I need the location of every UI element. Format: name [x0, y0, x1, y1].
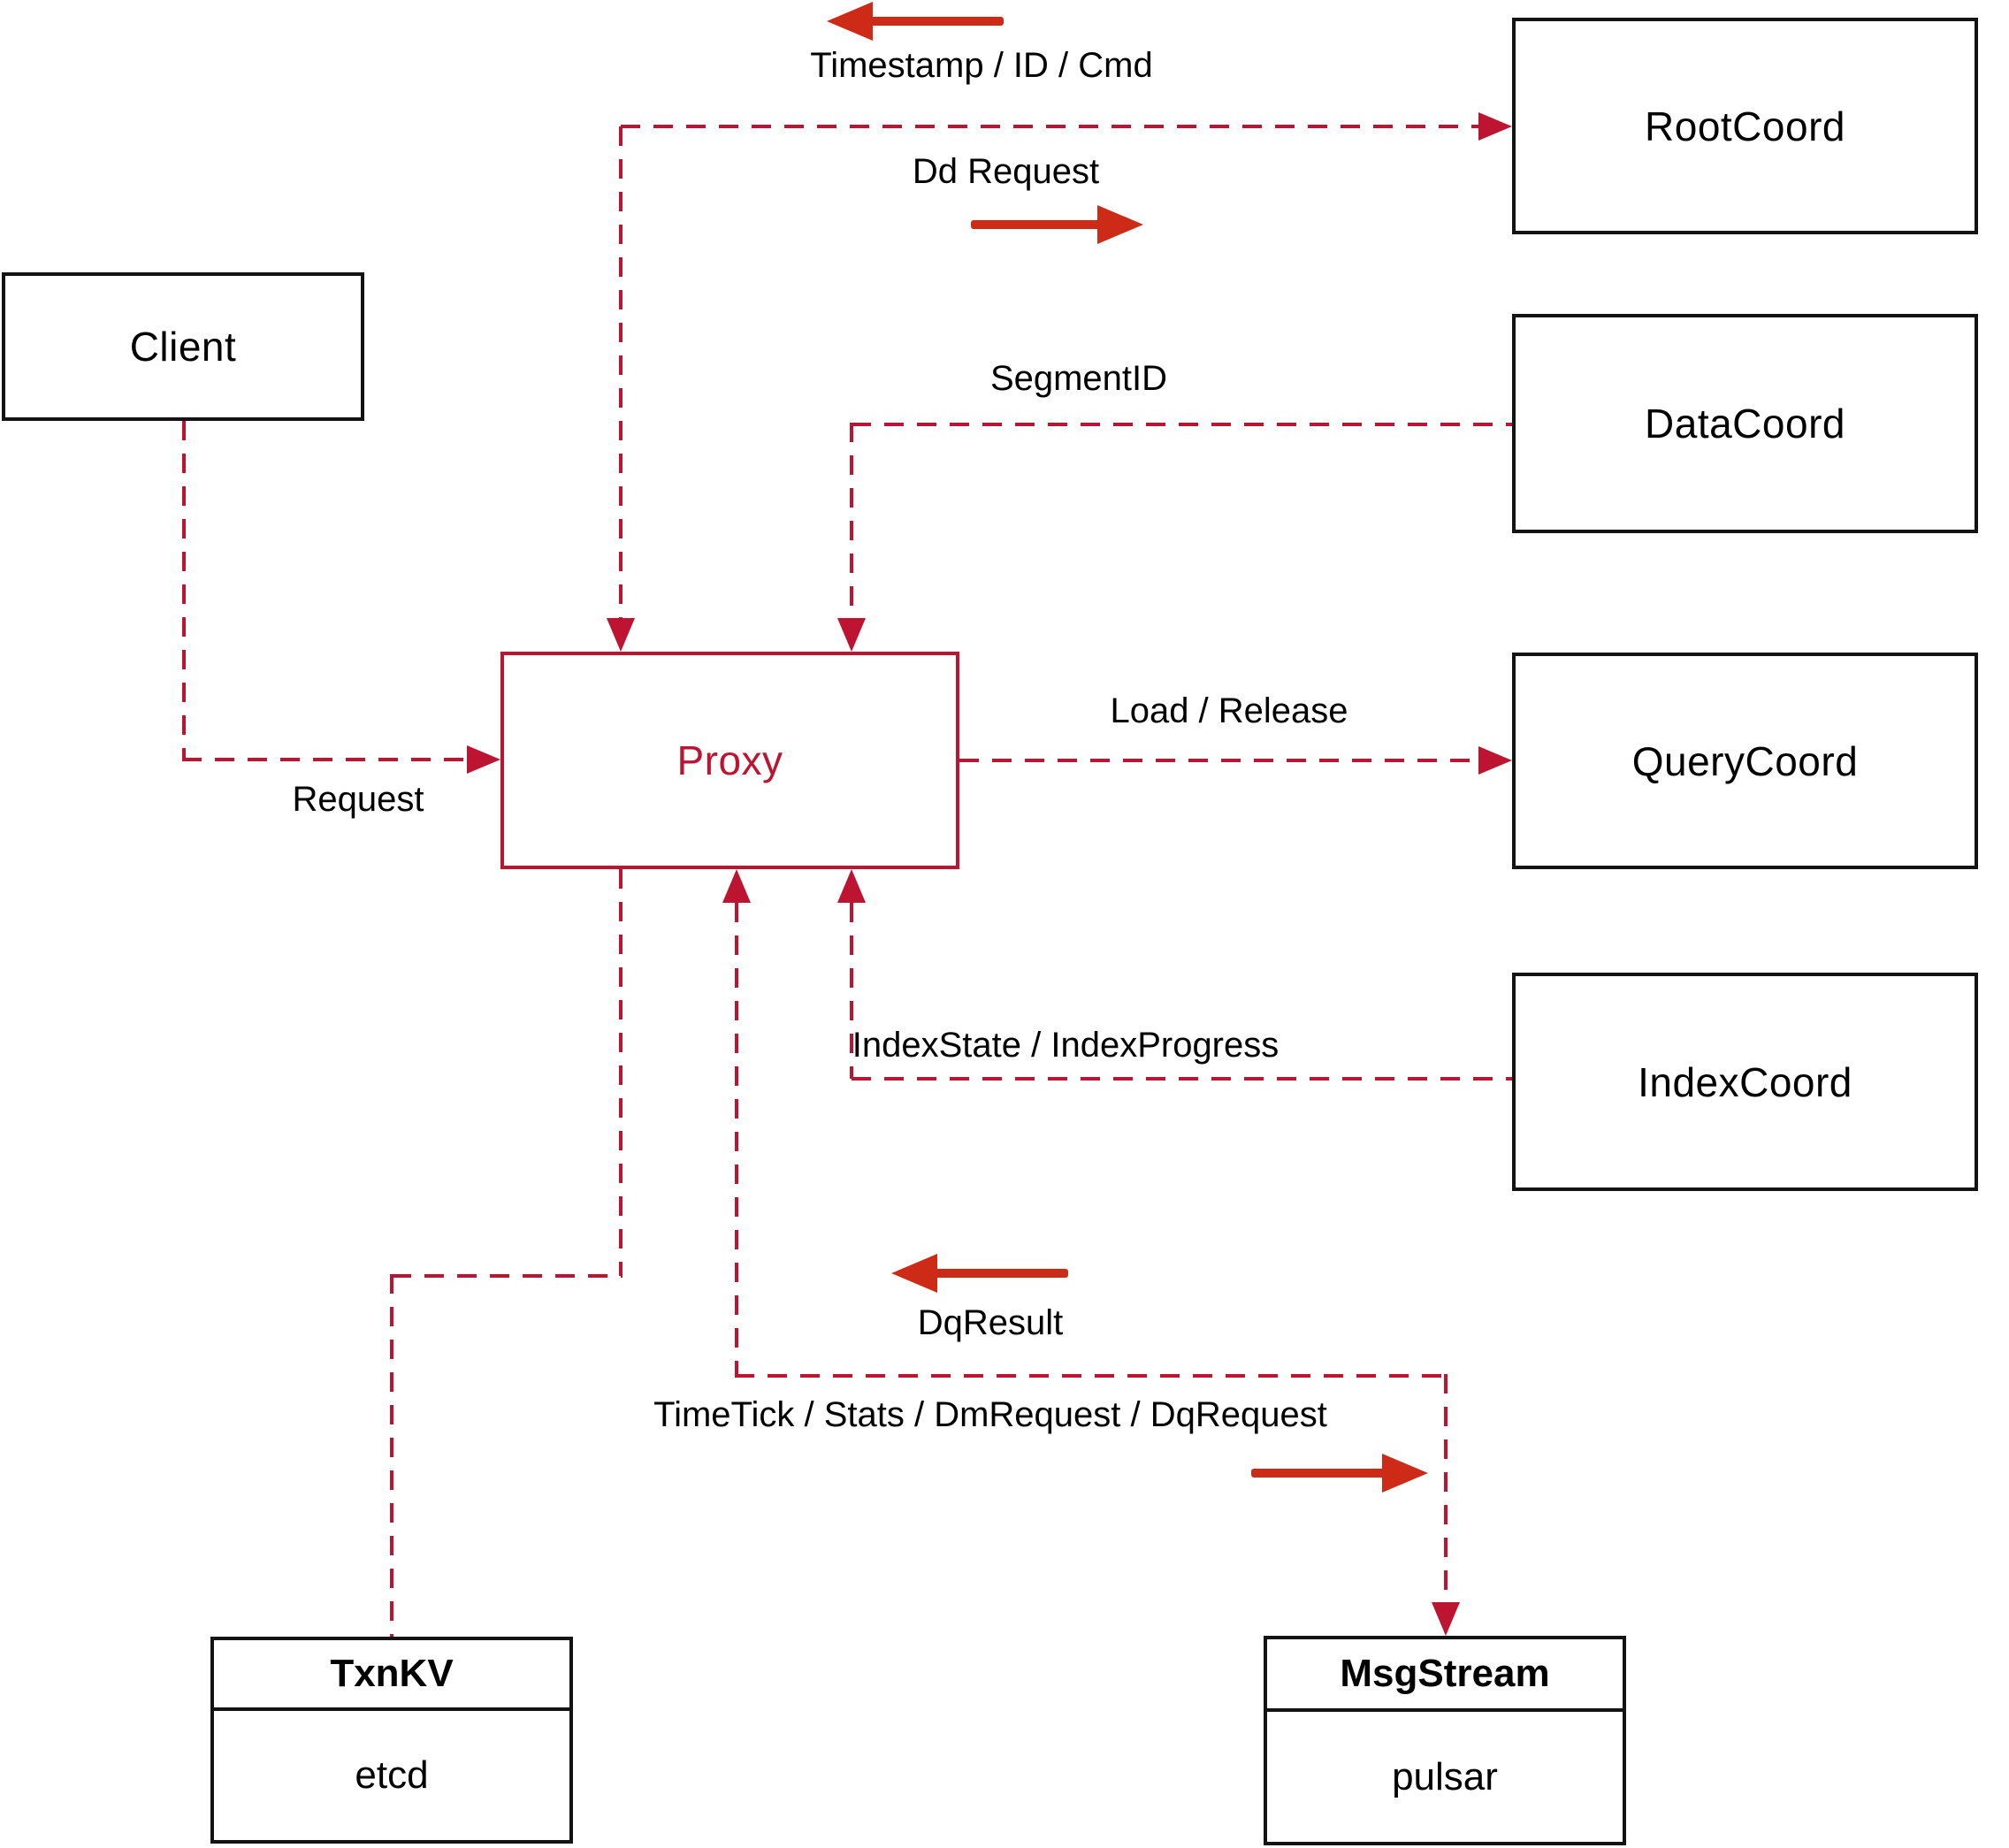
edge-dd-request-label: Dd Request	[912, 152, 1100, 191]
edge-dqresult-label: DqResult	[917, 1303, 1064, 1342]
node-datacoord: DataCoord	[1512, 314, 1978, 533]
edge-rootcoord-arrowhead	[1478, 112, 1512, 141]
node-querycoord-label: QueryCoord	[1631, 737, 1859, 784]
edge-load-release-label: Load / Release	[1110, 691, 1348, 730]
edge-timestamp-label: Timestamp / ID / Cmd	[810, 46, 1153, 85]
edge-request-label: Request	[292, 780, 424, 819]
timetick-direction-right-arrow-icon	[1251, 1454, 1428, 1493]
edge-segmentid-line-v	[850, 423, 853, 618]
edge-request-line-v	[182, 421, 186, 761]
node-txnkv: TxnKV etcd	[210, 1637, 573, 1844]
node-rootcoord-label: RootCoord	[1645, 103, 1845, 149]
edge-msgstream-arrowhead-proxy	[722, 869, 751, 903]
edge-load-release-arrowhead	[1478, 746, 1512, 775]
edge-txnkv-line-v1	[619, 869, 623, 1276]
edge-msgstream-line-h	[735, 1374, 1448, 1378]
node-msgstream-title: MsgStream	[1267, 1639, 1623, 1712]
node-indexcoord: IndexCoord	[1512, 973, 1978, 1191]
node-msgstream-impl: pulsar	[1392, 1754, 1498, 1798]
node-datacoord-label: DataCoord	[1645, 401, 1845, 447]
edge-indexstate-line-v	[850, 903, 853, 1079]
edge-indexstate-label: IndexState / IndexProgress	[852, 1026, 1279, 1065]
node-msgstream: MsgStream pulsar	[1264, 1636, 1626, 1845]
edge-request-line-h	[182, 758, 469, 761]
node-txnkv-impl: etcd	[355, 1753, 429, 1797]
edge-segmentid-arrowhead	[837, 618, 866, 652]
edge-request-arrowhead	[467, 745, 500, 774]
dd-request-direction-right-arrow-icon	[971, 205, 1143, 244]
node-proxy-label: Proxy	[676, 737, 783, 783]
node-proxy: Proxy	[500, 652, 959, 869]
edge-segmentid-label: SegmentID	[989, 359, 1168, 398]
timestamp-direction-left-arrow-icon	[827, 2, 1004, 41]
edge-rootcoord-line-v	[619, 126, 623, 618]
edge-segmentid-line-h	[852, 423, 1512, 426]
edge-msgstream-arrowhead	[1432, 1602, 1460, 1636]
node-querycoord: QueryCoord	[1512, 653, 1978, 869]
dqresult-direction-left-arrow-icon	[891, 1254, 1068, 1293]
node-client: Client	[2, 272, 364, 421]
edge-rootcoord-line-h	[621, 125, 1478, 128]
edge-txnkv-line-h	[392, 1274, 623, 1278]
edge-indexstate-line-h	[852, 1077, 1512, 1081]
edge-timetick-label: TimeTick / Stats / DmRequest / DqRequest	[653, 1395, 1327, 1434]
edge-rootcoord-arrowhead-proxy	[607, 618, 635, 652]
node-client-label: Client	[129, 324, 237, 370]
edge-load-release-line-h	[959, 759, 1478, 762]
edge-msgstream-line-v2	[1444, 1374, 1448, 1602]
edge-indexstate-arrowhead	[837, 869, 866, 903]
node-txnkv-title: TxnKV	[214, 1640, 569, 1711]
edge-txnkv-line-v2	[390, 1274, 393, 1637]
node-rootcoord: RootCoord	[1512, 18, 1978, 234]
node-indexcoord-label: IndexCoord	[1638, 1058, 1852, 1105]
edge-msgstream-line-v1	[735, 903, 738, 1376]
